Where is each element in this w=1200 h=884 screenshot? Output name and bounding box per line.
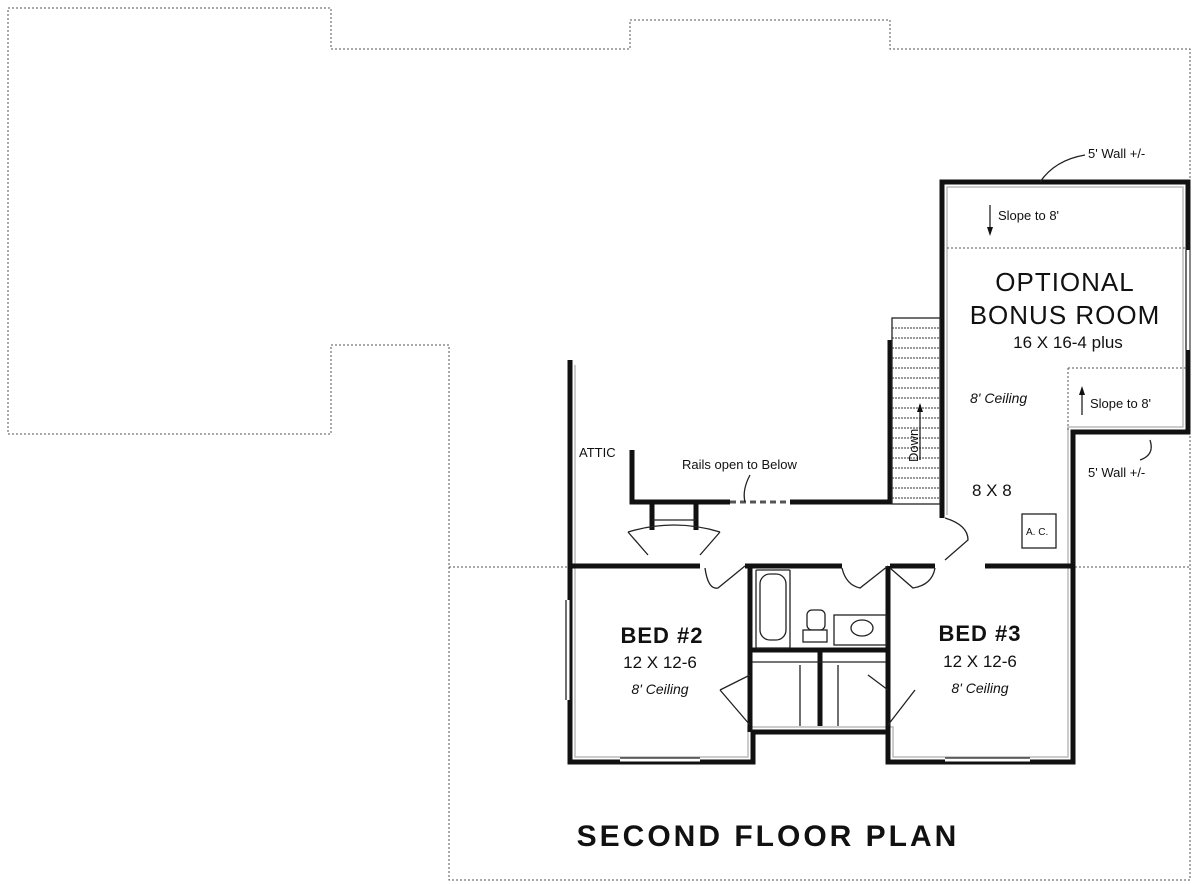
bed2-size: 12 X 12-6 [623,653,697,672]
stairs-down-label: Down [906,429,921,462]
bonus-room-name-2: BONUS ROOM [970,300,1161,330]
bonus-room-ceiling: 8' Ceiling [970,390,1027,406]
toilet [802,609,828,643]
wall-note-top: 5' Wall +/- [1088,146,1145,161]
bathroom-fixtures [755,569,887,649]
bonus-room-size: 16 X 16-4 plus [1013,333,1123,352]
rails-note: Rails open to Below [682,457,798,472]
doors [627,517,969,726]
slope-label-top: Slope to 8' [998,208,1059,223]
attic-label: ATTIC [579,445,616,460]
first-floor-outline [7,7,1191,881]
bed3-ceiling: 8' Ceiling [951,680,1008,696]
sink [833,614,887,646]
slope-label-bottom: Slope to 8' [1090,396,1151,411]
plan-title: SECOND FLOOR PLAN [577,820,960,853]
bed2-ceiling: 8' Ceiling [631,681,688,697]
bed2-name: BED #2 [620,623,703,648]
ac-label: A. C. [1026,527,1048,538]
wall-note-bottom: 5' Wall +/- [1088,465,1145,480]
walls [565,179,1191,765]
stairs: Down [891,317,941,505]
bonus-room-name-1: OPTIONAL [995,267,1134,297]
ac-unit [1021,513,1057,549]
storage-size: 8 X 8 [972,481,1012,500]
bed3-size: 12 X 12-6 [943,652,1017,671]
bed3-name: BED #3 [938,621,1021,646]
